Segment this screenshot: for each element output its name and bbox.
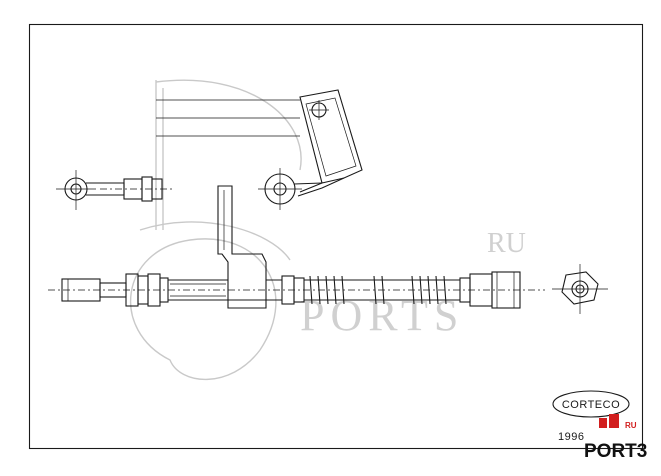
brand-badge: CORTECO 1996 <box>552 390 630 443</box>
main-hose <box>48 271 545 309</box>
site-logo: RU PORT3 <box>584 414 647 462</box>
banjo-fitting-left <box>56 170 175 210</box>
watermark-name: PORTS <box>300 291 464 340</box>
logo-text: PORT3 <box>584 441 647 462</box>
round-fitting-center <box>258 168 323 210</box>
brand-label: CORTECO <box>562 399 620 411</box>
watermark: RU PORTS <box>130 79 526 381</box>
drawing-frame <box>28 23 644 450</box>
logo-ru: RU <box>625 421 637 430</box>
hex-nut-end-view <box>552 264 608 314</box>
mounting-bracket-top <box>156 89 363 197</box>
part-number: 1996 <box>558 431 584 443</box>
watermark-ru: RU <box>487 228 526 259</box>
